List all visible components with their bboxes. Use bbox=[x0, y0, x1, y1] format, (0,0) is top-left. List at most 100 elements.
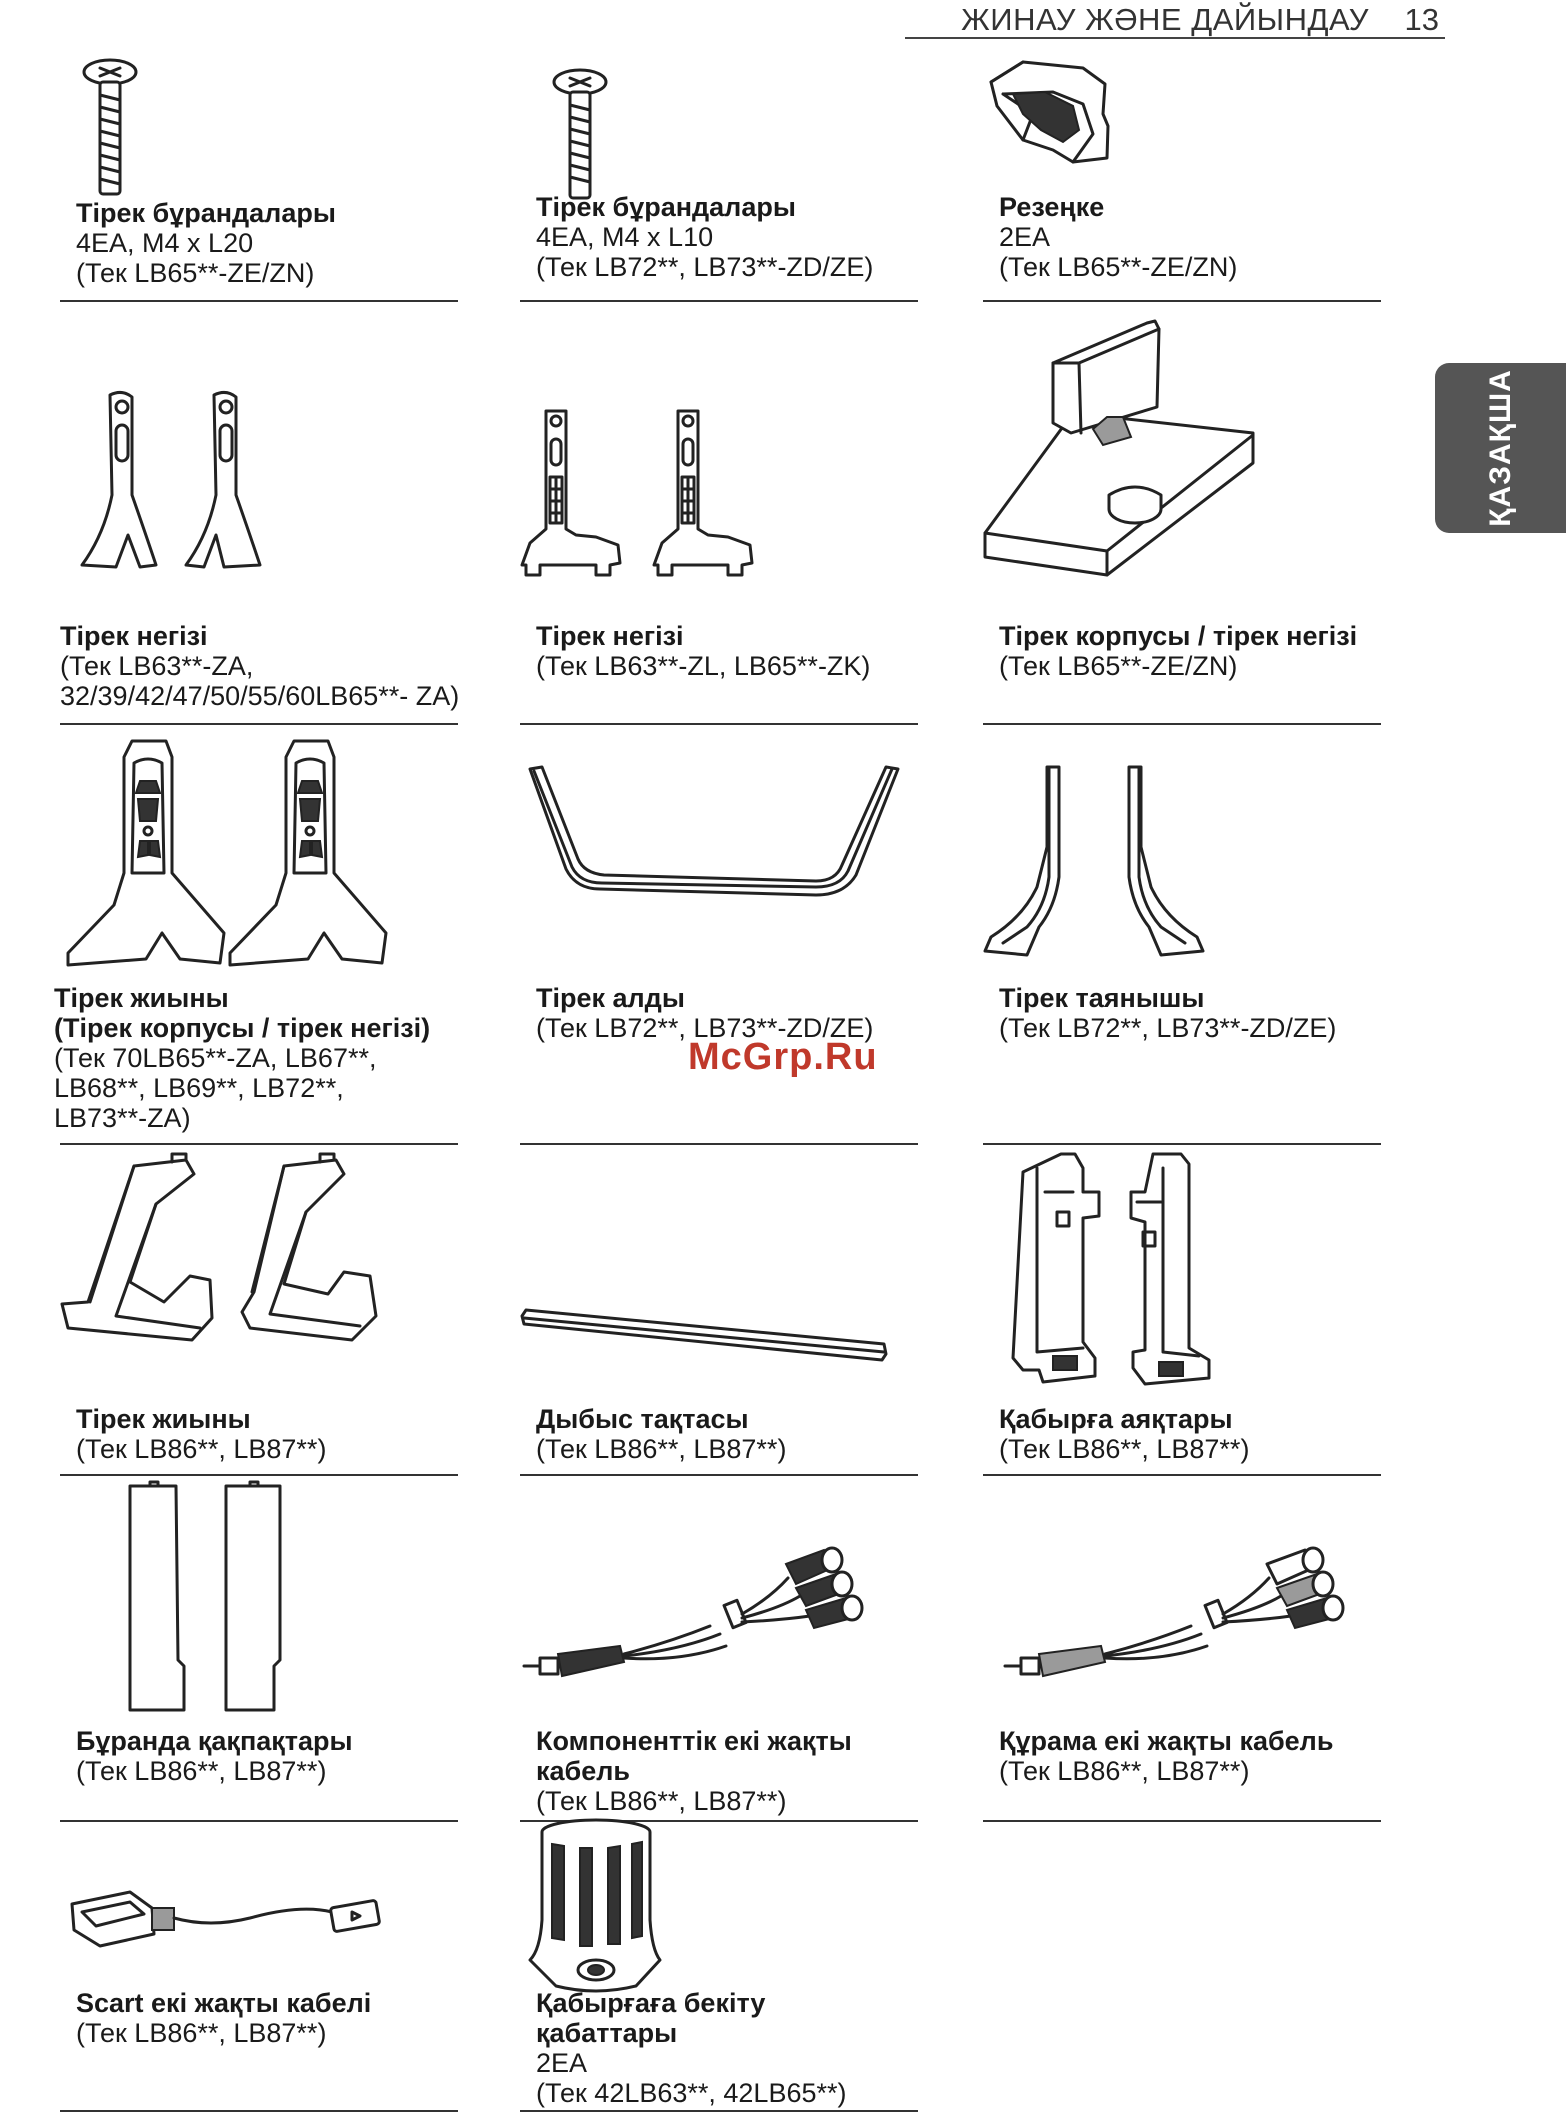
item-divider bbox=[520, 1820, 918, 1822]
item-title: Тірек бұрандалары bbox=[76, 198, 336, 228]
item-divider bbox=[520, 300, 918, 302]
item-detail: 2EA bbox=[536, 2048, 588, 2078]
item-stand-set-lb86: Тірек жиыны (Тек LB86**, LB87**) bbox=[60, 1148, 460, 1476]
item-composite-cable: Құрама екі жақты кабель (Тек LB86**, LB8… bbox=[983, 1478, 1383, 1822]
sound-bar-illustration bbox=[520, 1308, 888, 1362]
screw-covers-illustration bbox=[128, 1480, 282, 1712]
item-subtitle: (Тірек корпусы / тірек негізі) bbox=[54, 1013, 431, 1043]
item-subtitle: кабель bbox=[536, 1756, 630, 1786]
item-divider bbox=[520, 1474, 918, 1476]
item-divider bbox=[60, 723, 458, 725]
item-detail: (Тек LB63**-ZA, bbox=[60, 651, 254, 681]
item-title: Бұранда қақпақтары bbox=[76, 1726, 353, 1756]
item-detail: (Тек LB72**, LB73**-ZD/ZE) bbox=[536, 252, 874, 282]
item-rubber: Резеңке 2EA (Тек LB65**-ZE/ZN) bbox=[983, 40, 1383, 302]
item-component-cable: Компоненттік екі жақты кабель (Тек LB86*… bbox=[520, 1478, 920, 1822]
item-title: Дыбыс тақтасы bbox=[536, 1404, 749, 1434]
item-detail: (Тек 42LB63**, 42LB65**) bbox=[536, 2078, 847, 2108]
header-rule bbox=[905, 37, 1445, 39]
page-header: ЖИНАУ ЖӘНЕ ДАЙЫНДАУ 13 bbox=[0, 0, 1445, 39]
item-stand-set-za: Тірек жиыны (Тірек корпусы / тірек негіз… bbox=[54, 727, 460, 1147]
item-detail: 32/39/42/47/50/55/60LB65**- ZA) bbox=[60, 681, 460, 711]
item-title: Scart екі жақты кабелі bbox=[76, 1988, 372, 2018]
stand-set-za-illustration bbox=[66, 739, 388, 967]
item-title: Құрама екі жақты кабель bbox=[999, 1726, 1334, 1756]
item-divider bbox=[60, 2110, 458, 2112]
item-detail: LB73**-ZA) bbox=[54, 1103, 191, 1133]
section-title: ЖИНАУ ЖӘНЕ ДАЙЫНДАУ bbox=[961, 2, 1369, 37]
stand-support-illustration bbox=[983, 765, 1205, 957]
item-divider bbox=[520, 1143, 918, 1145]
item-detail: (Тек LB86**, LB87**) bbox=[76, 1756, 327, 1786]
stand-base-za-illustration bbox=[80, 390, 262, 569]
item-title: Тірек бұрандалары bbox=[536, 192, 796, 222]
item-stand-screws-l10: Тірек бұрандалары 4EA, M4 x L10 (Тек LB7… bbox=[520, 40, 920, 302]
item-stand-screws-l20: Тірек бұрандалары 4EA, M4 x L20 (Тек LB6… bbox=[60, 40, 460, 302]
stand-set-lb86-illustration bbox=[60, 1152, 378, 1342]
item-detail: (Тек LB86**, LB87**) bbox=[536, 1786, 787, 1816]
item-title: Қабырға аяқтары bbox=[999, 1404, 1233, 1434]
item-divider bbox=[983, 1474, 1381, 1476]
item-scart-cable: Scart екі жақты кабелі (Тек LB86**, LB87… bbox=[60, 1824, 460, 2112]
item-wall-brackets: Қабырға аяқтары (Тек LB86**, LB87**) bbox=[983, 1148, 1383, 1476]
item-detail: LB68**, LB69**, LB72**, bbox=[54, 1073, 344, 1103]
item-divider bbox=[983, 723, 1381, 725]
item-stand-body-base: Тірек корпусы / тірек негізі (Тек LB65**… bbox=[983, 305, 1383, 725]
item-detail: (Тек LB72**, LB73**-ZD/ZE) bbox=[536, 1013, 874, 1043]
item-title: Тірек корпусы / тірек негізі bbox=[999, 621, 1358, 651]
item-screw-covers: Бұранда қақпақтары (Тек LB86**, LB87**) bbox=[60, 1478, 460, 1822]
item-detail: (Тек LB86**, LB87**) bbox=[536, 1434, 787, 1464]
item-detail: (Тек LB86**, LB87**) bbox=[999, 1756, 1250, 1786]
stand-base-zl-illustration bbox=[520, 409, 754, 577]
item-stand-base-za: Тірек негізі (Тек LB63**-ZA, 32/39/42/47… bbox=[60, 305, 460, 725]
item-title: Компоненттік екі жақты bbox=[536, 1726, 852, 1756]
item-detail: (Тек LB63**-ZL, LB65**-ZK) bbox=[536, 651, 871, 681]
component-cable-illustration bbox=[522, 1546, 864, 1678]
scart-cable-illustration bbox=[70, 1890, 381, 1948]
wall-brackets-illustration bbox=[1011, 1152, 1211, 1386]
rubber-illustration bbox=[989, 60, 1110, 164]
item-subtitle: қабаттары bbox=[536, 2018, 678, 2048]
item-divider bbox=[60, 1474, 458, 1476]
composite-cable-illustration bbox=[1003, 1546, 1345, 1678]
item-stand-base-zl: Тірек негізі (Тек LB63**-ZL, LB65**-ZK) bbox=[520, 305, 920, 725]
item-detail: (Тек LB86**, LB87**) bbox=[999, 1434, 1250, 1464]
stand-screw-l20-illustration bbox=[82, 58, 138, 196]
item-detail: (Тек LB86**, LB87**) bbox=[76, 2018, 327, 2048]
item-title: Тірек жиыны bbox=[76, 1404, 251, 1434]
item-divider bbox=[60, 300, 458, 302]
item-divider bbox=[520, 2110, 918, 2112]
item-title: Тірек негізі bbox=[536, 621, 684, 651]
stand-screw-l10-illustration bbox=[552, 68, 608, 200]
item-detail: (Тек LB86**, LB87**) bbox=[76, 1434, 327, 1464]
item-detail: (Тек LB72**, LB73**-ZD/ZE) bbox=[999, 1013, 1337, 1043]
item-title: Қабырғаға бекіту bbox=[536, 1988, 766, 2018]
item-title: Тірек жиыны bbox=[54, 983, 229, 1013]
item-detail: (Тек LB65**-ZE/ZN) bbox=[999, 252, 1238, 282]
language-tab-label: ҚАЗАҚША bbox=[1484, 369, 1517, 527]
language-tab: ҚАЗАҚША bbox=[1435, 363, 1566, 533]
stand-front-illustration bbox=[528, 765, 900, 897]
item-detail: (Тек 70LB65**-ZA, LB67**, bbox=[54, 1043, 377, 1073]
item-detail: (Тек LB65**-ZE/ZN) bbox=[76, 258, 315, 288]
page-number: 13 bbox=[1404, 2, 1439, 37]
item-divider bbox=[983, 1143, 1381, 1145]
item-detail: 2EA bbox=[999, 222, 1051, 252]
item-divider bbox=[983, 1820, 1381, 1822]
item-detail: 4EA, M4 x L20 bbox=[76, 228, 254, 258]
item-divider bbox=[983, 300, 1381, 302]
watermark: McGrp.Ru bbox=[688, 1036, 878, 1078]
item-title: Резеңке bbox=[999, 192, 1105, 222]
stand-body-base-illustration bbox=[983, 319, 1255, 577]
item-divider bbox=[60, 1820, 458, 1822]
item-title: Тірек таянышы bbox=[999, 983, 1205, 1013]
item-wall-mount-spacers: Қабырғаға бекіту қабаттары 2EA (Тек 42LB… bbox=[520, 1818, 920, 2112]
item-divider bbox=[60, 1143, 458, 1145]
item-divider bbox=[520, 723, 918, 725]
item-detail: 4EA, M4 x L10 bbox=[536, 222, 714, 252]
item-stand-front: Тірек алды (Тек LB72**, LB73**-ZD/ZE) bbox=[520, 727, 920, 1147]
item-stand-support: Тірек таянышы (Тек LB72**, LB73**-ZD/ZE) bbox=[983, 727, 1383, 1147]
item-title: Тірек негізі bbox=[60, 621, 208, 651]
item-title: Тірек алды bbox=[536, 983, 685, 1013]
wall-mount-spacer-illustration bbox=[528, 1818, 662, 1993]
